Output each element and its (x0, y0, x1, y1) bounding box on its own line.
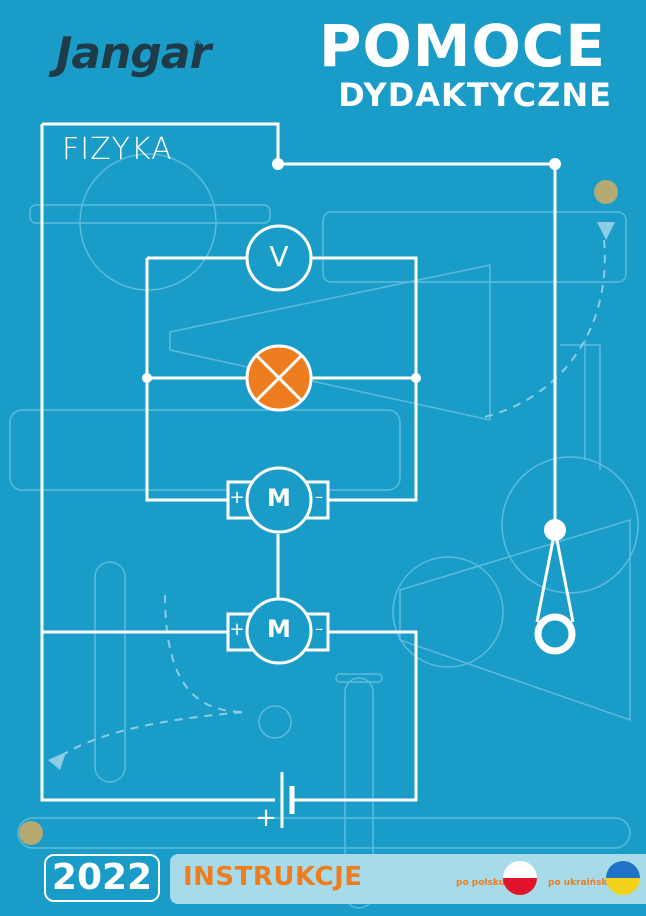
motor-top-label: M (267, 484, 291, 512)
voltmeter-label: V (269, 240, 289, 273)
ukraine-flag-icon (606, 861, 640, 895)
motor-bottom-minus: – (315, 619, 323, 638)
motor-top-minus: – (315, 487, 323, 506)
lang-ua-label: po ukraińsku (548, 878, 614, 888)
motor-bottom-plus: + (229, 619, 245, 640)
pendulum-ring-icon (534, 613, 576, 655)
year-badge: 2022 (44, 854, 160, 902)
motor-top-plus: + (229, 487, 245, 508)
dashed-arrows (54, 239, 606, 761)
arrow-head-icon (48, 752, 66, 770)
instructions-title: INSTRUKCJE (183, 862, 363, 892)
subject-label: FIZYKA (62, 132, 173, 167)
junction-dots (142, 158, 566, 541)
circuit-wires (40, 122, 575, 802)
title-line-1: POMOCE (318, 12, 606, 80)
voltmeter-icon (245, 224, 313, 292)
footer-bar (170, 854, 646, 904)
arrow-head-icon (597, 222, 615, 240)
motor-bottom-label: M (267, 615, 291, 643)
bolt-icon (594, 180, 618, 204)
bolt-icon (19, 821, 43, 845)
poland-flag-icon (503, 861, 537, 895)
registered-mark: ® (193, 40, 202, 50)
battery-plus: + (255, 803, 277, 833)
brand-logo: Jangar (56, 28, 211, 79)
battery-icon (280, 772, 295, 828)
motor-top-icon (226, 466, 330, 534)
background-apparatus (9, 153, 639, 909)
title-line-2: DYDAKTYCZNE (338, 76, 612, 114)
lang-pl-label: po polsku (456, 878, 506, 888)
motor-bottom-icon (226, 597, 330, 665)
lamp-icon (245, 344, 313, 412)
